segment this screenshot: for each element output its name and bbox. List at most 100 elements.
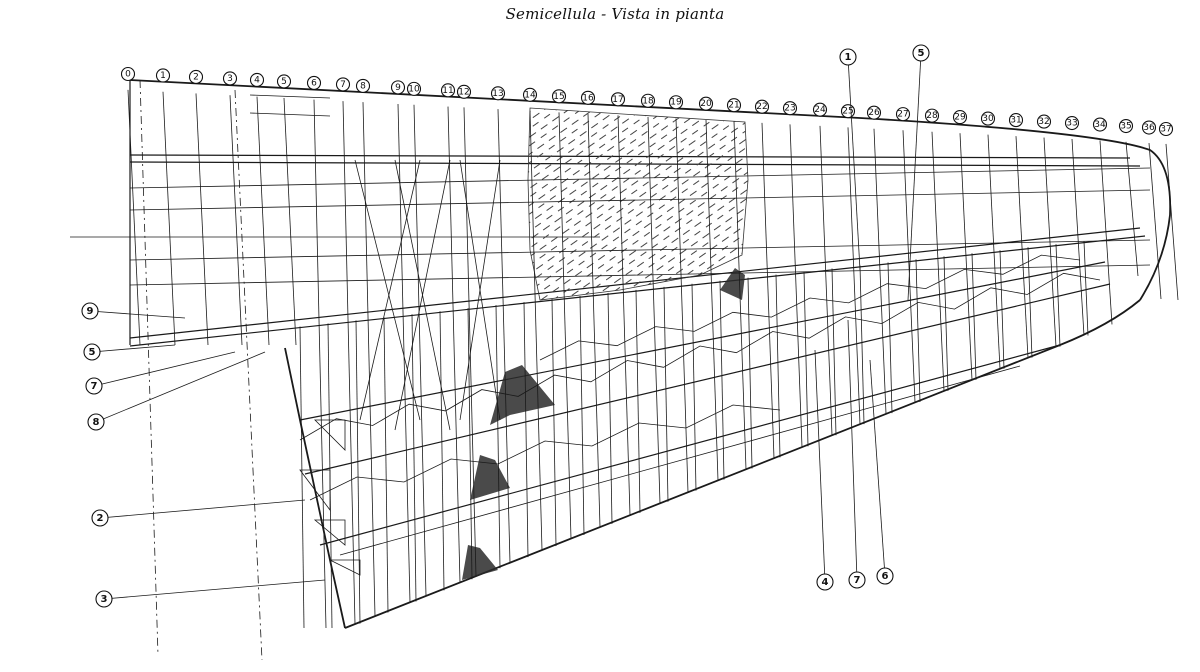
cross-brace <box>459 159 501 421</box>
rib-number-label: 15 <box>551 89 567 104</box>
rib-number-label: 6 <box>306 75 322 90</box>
rib-number-circle <box>551 89 567 104</box>
panel-rib <box>663 286 669 502</box>
panel-rib <box>1027 247 1033 358</box>
rib-number-text: 28 <box>926 111 938 121</box>
callout-text: 9 <box>87 306 94 317</box>
rib-number-label: 24 <box>812 102 828 117</box>
panel-rib <box>887 262 893 414</box>
rib-number-circle <box>188 69 204 85</box>
callout-circle <box>839 48 857 66</box>
rib-line <box>617 115 631 516</box>
rib-number-label: 31 <box>1008 113 1024 128</box>
part-callout: 9 <box>81 302 186 320</box>
rib-number-label: 0 <box>120 66 136 82</box>
rib-number-label: 8 <box>355 78 371 93</box>
rib-line <box>733 121 747 470</box>
rib-line <box>1125 141 1139 277</box>
panel-rib <box>607 292 613 524</box>
stringer-lines <box>129 94 1151 286</box>
panel-rib <box>299 326 305 629</box>
callout-text: 7 <box>91 381 98 392</box>
rib-line <box>873 128 887 414</box>
rib-number-text: 5 <box>281 77 287 87</box>
panel-rib <box>719 280 725 480</box>
rib-number-circle <box>456 84 472 99</box>
rib-number-circle <box>1118 118 1134 134</box>
rib-number-label: 25 <box>840 104 856 119</box>
rib-number-text: 7 <box>340 80 346 90</box>
rib-number-circle <box>390 80 406 95</box>
rib-number-circle <box>222 71 238 86</box>
rib-number-text: 4 <box>254 75 260 85</box>
leader-line <box>847 56 861 271</box>
rib-number-label: 23 <box>782 101 798 116</box>
rib-number-circle <box>866 105 882 120</box>
rib-number-text: 29 <box>954 113 966 123</box>
rib-number-label: 7 <box>335 77 351 92</box>
rib-number-text: 9 <box>395 83 401 93</box>
rib-line <box>558 112 572 539</box>
leader-line <box>869 359 886 577</box>
rib-number-label: 30 <box>980 111 996 126</box>
part-callout: 5 <box>83 343 176 361</box>
rib-number-label: 11 <box>440 83 456 98</box>
rib-line <box>705 119 719 481</box>
rib-line <box>1099 140 1113 325</box>
panel-rib <box>411 314 417 602</box>
callout-circle <box>81 302 99 320</box>
rib-number-text: 21 <box>728 101 739 111</box>
rib-number-text: 0 <box>125 70 131 80</box>
part-callout: 8 <box>87 351 266 431</box>
rib-number-circle <box>668 95 684 110</box>
part-callout: 3 <box>95 579 326 608</box>
panel-rib <box>831 268 837 436</box>
rib-number-label: 27 <box>895 107 911 122</box>
rib-number-text: 25 <box>842 107 853 117</box>
gusset <box>299 469 331 512</box>
panel-rib <box>1083 241 1089 336</box>
part-callout: 7 <box>847 319 866 589</box>
panel-rib <box>635 289 641 513</box>
rib-number-label: 5 <box>276 74 292 89</box>
rib-line <box>313 99 327 629</box>
rib-number-circle <box>1008 113 1024 128</box>
rib-number-text: 30 <box>982 114 994 124</box>
rib-number-text: 17 <box>612 95 623 105</box>
rib-line <box>529 110 543 551</box>
panel-rib <box>439 311 445 591</box>
cross-brace <box>354 159 421 421</box>
rib-number-circle <box>726 98 742 113</box>
stringer <box>129 264 1151 286</box>
rib-number-label: 22 <box>754 99 770 114</box>
rib-number-circle <box>1064 116 1080 131</box>
rib-number-label: 4 <box>249 72 265 87</box>
rib-line <box>195 93 209 346</box>
part-callout: 6 <box>869 359 894 585</box>
rib-line <box>413 104 427 596</box>
rib-number-label: 3 <box>222 71 238 86</box>
rib-number-label: 21 <box>726 98 742 113</box>
leader-line <box>89 310 186 319</box>
rib-number-circle <box>249 72 265 87</box>
panel-rib <box>775 274 781 458</box>
callout-circle <box>83 343 101 361</box>
panel-rib <box>747 277 753 469</box>
rib-number-circle <box>580 90 596 105</box>
rib-line <box>987 134 1001 369</box>
rib-number-circle <box>782 101 798 116</box>
wing-outline <box>70 79 1172 661</box>
rib-number-text: 12 <box>458 87 469 97</box>
leader-line <box>847 319 858 581</box>
leader-line <box>907 52 922 301</box>
stringer <box>129 189 1151 211</box>
rib-line <box>463 107 477 577</box>
rib-number-circle <box>522 87 538 102</box>
leader-line <box>91 344 176 353</box>
panel-rib <box>579 295 585 535</box>
rib-number-circle <box>980 111 996 126</box>
callout-circle <box>95 590 113 608</box>
rib-number-text: 36 <box>1143 123 1155 133</box>
panel-rib <box>495 305 501 569</box>
